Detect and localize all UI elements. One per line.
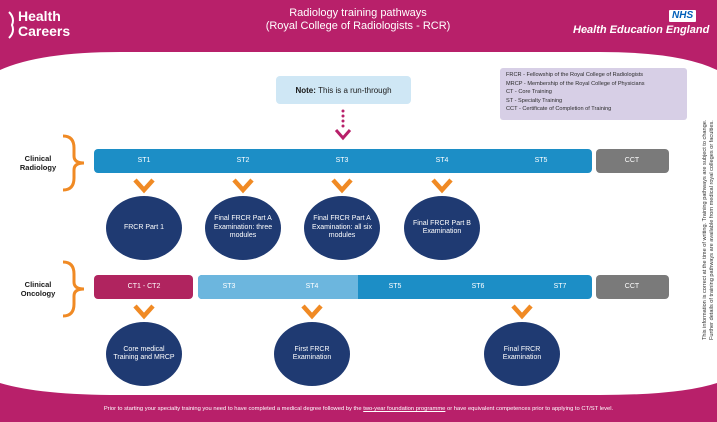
radiology-stage-label: ST5 (534, 157, 548, 164)
radiology-stage-label: ST3 (335, 157, 349, 164)
legend-item: CCT - Certificate of Completion of Train… (506, 106, 612, 113)
exam-circle: Final FRCR Examination (484, 322, 560, 386)
radiology-cct-label: CCT (624, 157, 640, 164)
down-arrow-icon (301, 304, 323, 320)
radiology-label-line-1: Clinical (24, 154, 52, 163)
side-note-line-2: Further details of training pathways are… (709, 120, 715, 340)
header-banner (0, 0, 717, 52)
nhs-logo: NHS (669, 10, 697, 22)
oncology-label-line-2: Oncology (20, 289, 56, 298)
radiology-stage-label: ST1 (137, 157, 151, 164)
side-note-line-1: This information is correct at the time … (702, 119, 708, 340)
oncology-cct-label: CCT (624, 283, 640, 290)
down-arrow-icon (133, 178, 155, 194)
page-subtitle: (Royal College of Radiologists - RCR) (265, 20, 451, 32)
footer-text-after: or have equivalent competences prior to … (445, 406, 614, 412)
down-arrow-icon (331, 178, 353, 194)
oncology-row-label: Clinical Oncology (8, 280, 68, 298)
exam-circle: Core medical Training and MRCP (106, 322, 182, 386)
foundation-programme-link[interactable]: two-year foundation programme (363, 406, 446, 412)
note-box: Note: This is a run-through (276, 76, 411, 104)
radiology-st-bar (94, 149, 592, 173)
oncology-cct-bar (596, 275, 669, 299)
radiology-stage-label: ST2 (236, 157, 250, 164)
footer-banner (0, 395, 717, 422)
exam-circle: Final FRCR Part A Examination: three mod… (205, 196, 281, 260)
logo-bracket-icon (8, 11, 14, 39)
oncology-label-line-1: Clinical (24, 280, 52, 289)
oncology-stage-label: ST6 (471, 283, 485, 290)
footer-curve-shape (0, 383, 717, 397)
note-text: This is a run-through (318, 85, 392, 95)
radiology-label-line-2: Radiology (19, 163, 57, 172)
footer-text-before: Prior to starting your specialty trainin… (103, 406, 364, 412)
down-arrow-icon (232, 178, 254, 194)
legend-item: FRCR - Fellowship of the Royal College o… (506, 72, 644, 78)
note-arrow-icon (334, 109, 352, 141)
exam-circle: Final FRCR Part A Examination: all six m… (304, 196, 380, 260)
oncology-stage-label: ST5 (388, 283, 402, 290)
header-curve-shape (0, 52, 717, 70)
footer-text: Prior to starting your specialty trainin… (0, 406, 717, 412)
exam-circle: First FRCR Examination (274, 322, 350, 386)
legend-item: CT - Core Training (506, 89, 552, 96)
legend-item: ST - Specialty Training (506, 97, 563, 104)
logo-line-2: Careers (18, 23, 71, 39)
page-title: Radiology training pathways (289, 7, 427, 19)
oncology-core-label: CT1 - CT2 (127, 283, 161, 290)
oncology-stage-label: ST3 (222, 283, 236, 290)
down-arrow-icon (431, 178, 453, 194)
down-arrow-icon (511, 304, 533, 320)
radiology-stage-label: ST4 (435, 157, 449, 164)
side-disclaimer: This information is correct at the time … (702, 70, 716, 340)
legend-item: MRCP - Membership of the Royal College o… (506, 80, 645, 87)
oncology-brace-icon (62, 260, 85, 318)
organisation-name: Health Education England (573, 24, 710, 36)
note-label: Note: (295, 85, 316, 95)
logo-line-1: Health (18, 8, 61, 24)
oncology-core-bar (94, 275, 193, 299)
exam-circle: Final FRCR Part B Examination (404, 196, 480, 260)
exam-circle: FRCR Part 1 (106, 196, 182, 260)
oncology-stage-label: ST7 (553, 283, 567, 290)
radiology-cct-bar (596, 149, 669, 173)
radiology-brace-icon (62, 134, 85, 192)
oncology-stage-label: ST4 (305, 283, 319, 290)
legend-box: FRCR - Fellowship of the Royal College o… (500, 68, 687, 120)
oncology-st-early-segment (198, 275, 358, 299)
radiology-row-label: Clinical Radiology (8, 154, 68, 172)
down-arrow-icon (133, 304, 155, 320)
